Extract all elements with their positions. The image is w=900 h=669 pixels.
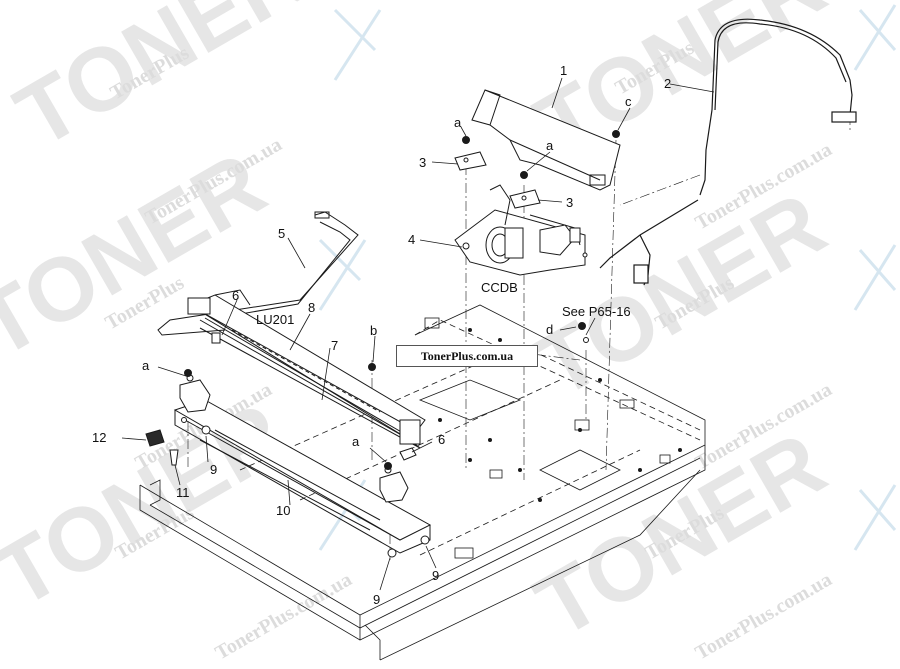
callout-a-left: a bbox=[142, 358, 150, 373]
cable-6-top bbox=[211, 332, 221, 344]
callout-labels: 1 2 3 3 4 5 6 6 7 8 9 9 9 10 11 12 a a a… bbox=[92, 63, 671, 607]
chassis-frame bbox=[139, 304, 706, 661]
callout-c: c bbox=[625, 94, 632, 109]
callout-a-lower: a bbox=[352, 434, 360, 449]
pin-11 bbox=[169, 449, 179, 466]
bracket-left bbox=[179, 374, 211, 413]
callout-6-top: 6 bbox=[232, 288, 239, 303]
callout-2: 2 bbox=[664, 76, 671, 91]
cable-6-bottom bbox=[399, 447, 417, 461]
callout-8: 8 bbox=[308, 300, 315, 315]
flat-cable bbox=[157, 211, 359, 336]
callout-9-bottom: 9 bbox=[373, 592, 380, 607]
watermark-badge: TonerPlus.com.ua bbox=[396, 345, 538, 367]
label-see-page-ref: See P65-16 bbox=[562, 304, 631, 319]
callout-d: d bbox=[546, 322, 553, 337]
callout-a-top: a bbox=[454, 115, 462, 130]
label-lu201: LU201 bbox=[256, 312, 294, 327]
harness-cable bbox=[599, 18, 857, 286]
callout-a-mid: a bbox=[546, 138, 554, 153]
callout-3-right: 3 bbox=[566, 195, 573, 210]
connector-12 bbox=[145, 429, 165, 447]
callout-b: b bbox=[370, 323, 377, 338]
callout-9-left: 9 bbox=[210, 462, 217, 477]
callout-3-left: 3 bbox=[419, 155, 426, 170]
lamp-unit-lu201 bbox=[187, 289, 426, 449]
bracket-right bbox=[379, 466, 409, 503]
callout-11: 11 bbox=[176, 485, 190, 500]
watermark-site: TonerPlus.com.ua bbox=[692, 568, 836, 664]
plate-3-right bbox=[509, 189, 541, 209]
leader-lines bbox=[121, 77, 715, 591]
ccd-unit bbox=[454, 184, 588, 276]
callout-7: 7 bbox=[331, 338, 338, 353]
label-ccdb: CCDB bbox=[481, 280, 518, 295]
screws bbox=[184, 130, 620, 470]
callout-6-bottom: 6 bbox=[438, 432, 445, 447]
callout-9-right: 9 bbox=[432, 568, 439, 583]
callout-4: 4 bbox=[408, 232, 415, 247]
ccd-cover bbox=[471, 89, 621, 191]
plate-3-left bbox=[454, 151, 487, 171]
callout-1: 1 bbox=[560, 63, 567, 78]
callout-10: 10 bbox=[276, 503, 290, 518]
callout-5: 5 bbox=[278, 226, 285, 241]
callout-12: 12 bbox=[92, 430, 106, 445]
